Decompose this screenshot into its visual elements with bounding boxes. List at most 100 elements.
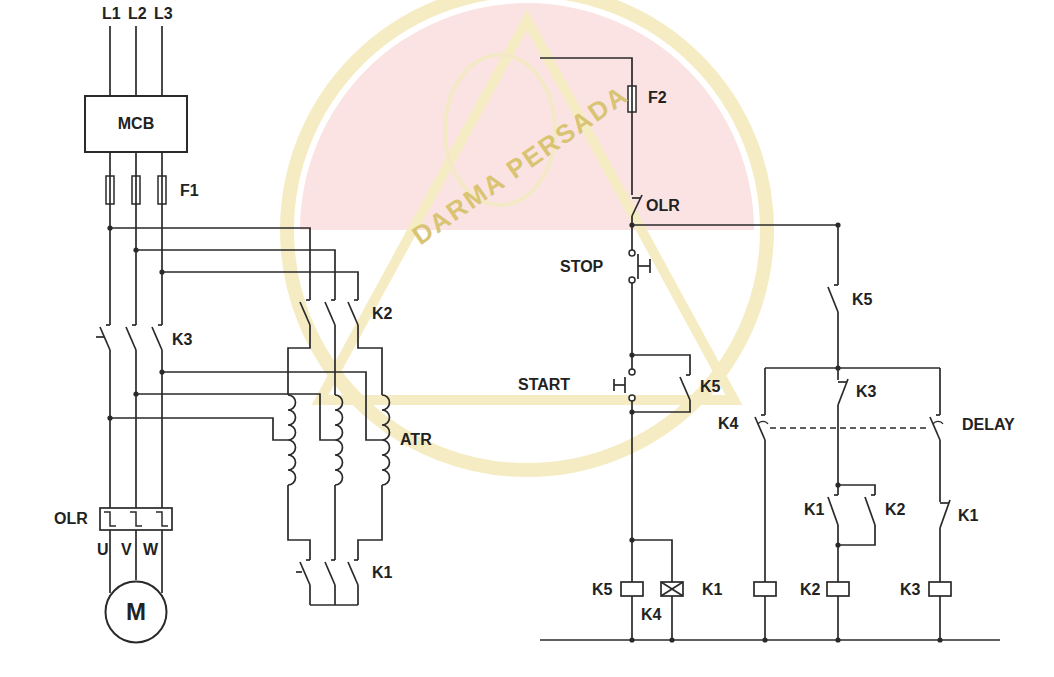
junction-dot [629,352,634,357]
terminal-label: V [121,540,132,559]
no-contact [325,562,335,585]
contactor-label: K1 [372,563,392,582]
no-contact [348,302,358,325]
wire [838,485,875,495]
terminal-label: W [143,540,158,559]
no-contact [686,374,690,376]
button-label: STOP [560,257,603,276]
nc-contact [632,195,642,216]
wire [939,528,941,582]
wire [939,368,941,415]
contactor-coil [754,582,776,596]
stop-pushbutton [638,265,650,267]
no-contact [354,559,358,561]
junction-dot [669,637,674,642]
wire [334,585,336,605]
wire [135,530,137,580]
fuse-symbol [106,176,114,204]
wire [135,26,137,95]
wire [631,216,633,250]
wire [358,325,382,395]
wire [110,418,288,440]
overload-relay [100,508,172,530]
thermal-element [156,512,168,526]
phase-label: L2 [128,4,147,23]
timer-contact-label: DELAY [962,415,1015,434]
contact-label: K5 [852,290,872,309]
no-contact [306,559,310,561]
terminal-label: U [97,540,109,559]
timer-mark [661,582,683,596]
wire [109,530,111,593]
wire [334,485,336,560]
contactor-label: K3 [172,330,192,349]
no-contact [152,327,162,350]
wire [631,401,633,582]
fuse-label: F1 [180,181,199,200]
nc-contact [940,502,949,504]
wire [135,153,137,176]
wire [109,204,111,325]
no-contact [834,284,838,286]
thermal-element [130,512,142,526]
nc-contact [632,197,641,199]
wire [765,367,940,369]
wire [162,372,382,440]
no-contact [828,287,838,312]
contact-label: K3 [856,382,876,401]
wire [161,204,163,325]
contactor-coil [929,582,951,596]
timer-mark [933,421,943,424]
wire [135,204,137,325]
fuse-element [631,86,633,112]
junction-dot [835,222,840,227]
nc-contact [940,500,950,528]
wire [764,368,766,415]
wire [632,400,690,412]
wire [110,228,310,300]
junction-dot [629,637,634,642]
coil-label: K4 [641,605,661,624]
no-contact [680,377,690,400]
contact-label: K2 [885,500,905,519]
contactor-label: K2 [372,304,392,323]
wire [837,525,839,582]
junction-dot [107,225,112,230]
logo-triangle [320,20,734,400]
fuse-element [109,176,111,204]
junction-dot [835,482,840,487]
no-contact [930,417,940,440]
wire [136,394,335,440]
circuit-breaker-box: MCB [84,95,188,153]
wire [109,153,111,176]
wire [764,596,766,640]
junction-dot [762,637,767,642]
contact-label: K4 [718,414,738,433]
no-contact [834,494,838,496]
contact-label: K1 [958,506,978,525]
fuse-label: F2 [648,88,667,107]
junction-dot [133,247,138,252]
contactor-coil [827,582,849,596]
wire [837,405,839,495]
transformer-winding [288,395,296,485]
coil-label: K5 [592,580,612,599]
junction-dot [629,222,634,227]
pushbutton-terminal [629,277,635,283]
wire [631,596,633,640]
no-contact [828,497,838,525]
motor-letter: M [126,598,146,626]
no-contact [132,324,136,326]
timer-mark [661,582,683,596]
no-contact [300,302,310,325]
contact-label: K1 [804,500,824,519]
wire [161,530,163,593]
no-contact [325,302,335,325]
fuse-symbol [132,176,140,204]
motor-circle: M [104,580,168,644]
wire [288,485,310,560]
wire [939,440,941,502]
no-contact [158,324,162,326]
wire [837,225,839,285]
no-contact [106,324,110,326]
